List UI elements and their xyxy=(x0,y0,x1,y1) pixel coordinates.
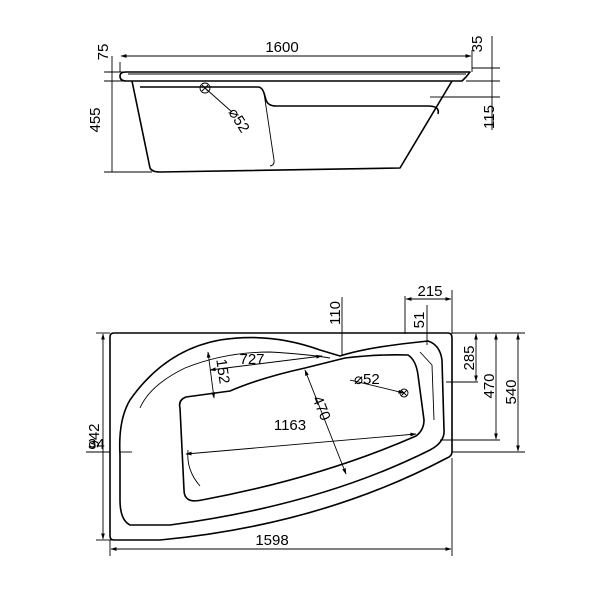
side-length-label: 1600 xyxy=(265,39,298,56)
side-seat-step xyxy=(140,86,440,115)
top-basin xyxy=(178,354,425,502)
top-depth-285-label: 285 xyxy=(461,345,478,370)
top-rim-offset-label: 51 xyxy=(411,312,428,329)
side-view: 1600 75 455 35 115 ⌀52 xyxy=(87,36,500,173)
top-depth-470-label: 470 xyxy=(481,373,498,398)
top-view: ⌀52 110 51 215 285 470 540 942 34 1598 xyxy=(86,283,525,556)
top-total-width-label: 942 xyxy=(86,423,103,448)
top-inner-length-label: 1163 xyxy=(274,417,306,434)
top-inner-width-label: 470 xyxy=(309,394,334,424)
top-drain-label: ⌀52 xyxy=(354,371,380,388)
top-depth-540-label: 540 xyxy=(503,379,520,404)
side-rim-height-label: 75 xyxy=(95,44,112,61)
side-drain-hole xyxy=(199,82,211,94)
top-right-width-label: 215 xyxy=(417,283,442,300)
top-length-label: 1598 xyxy=(255,532,288,549)
top-left-rim-label: 34 xyxy=(88,436,105,453)
side-rim xyxy=(119,71,471,82)
top-head-offset-label: 110 xyxy=(327,301,344,325)
top-inner-rim xyxy=(118,336,445,526)
top-outer-outline xyxy=(109,332,453,541)
top-seat-length-label: 727 xyxy=(239,351,264,368)
side-total-height-label: 455 xyxy=(87,107,104,132)
side-body xyxy=(131,80,453,173)
side-end-height-label: 115 xyxy=(481,105,498,129)
top-seat-width-label: 152 xyxy=(212,358,232,385)
side-rim-right-label: 35 xyxy=(469,36,486,53)
